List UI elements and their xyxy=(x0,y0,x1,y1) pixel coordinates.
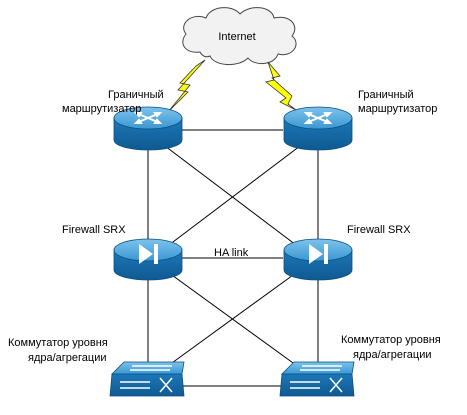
right-router xyxy=(283,106,353,151)
right-router-label-line1: Граничный xyxy=(358,89,414,101)
right-switch-label-line1: Коммутатор уровня xyxy=(341,334,441,346)
internet-cloud: Internet xyxy=(182,7,297,65)
right-firewall-label: Firewall SRX xyxy=(347,224,411,236)
link-right-fw-left-switch xyxy=(164,269,301,369)
router-arrows-icon xyxy=(133,112,163,124)
left-firewall-label: Firewall SRX xyxy=(62,224,126,236)
internet-label: Internet xyxy=(218,31,255,43)
firewall-play-icon xyxy=(139,244,158,264)
left-switch-label-line1: Коммутатор уровня xyxy=(8,337,108,349)
left-router xyxy=(113,106,183,151)
ha-link-label: HA link xyxy=(214,247,249,259)
right-router-label-line2: маршрутизатор xyxy=(358,103,437,115)
left-switch xyxy=(109,361,185,397)
left-switch-label-line2: ядра/агрегации xyxy=(28,352,107,364)
link-right-router-left-fw xyxy=(164,145,301,249)
lightning-bolt-right-icon xyxy=(265,61,297,111)
switch-arrows-icon xyxy=(290,365,343,393)
left-firewall xyxy=(113,238,183,281)
right-firewall xyxy=(283,238,353,281)
links xyxy=(147,129,319,387)
right-switch-label-line2: ядра/агрегации xyxy=(353,349,432,361)
lightning-bolt-left-icon xyxy=(167,59,206,113)
switch-arrows-icon xyxy=(120,365,173,393)
router-arrows-icon xyxy=(303,112,333,124)
left-router-label-line1: Граничный xyxy=(108,89,164,101)
left-router-label-line2: маршрутизатор xyxy=(62,103,141,115)
right-switch xyxy=(279,361,355,397)
firewall-play-icon xyxy=(309,244,328,264)
